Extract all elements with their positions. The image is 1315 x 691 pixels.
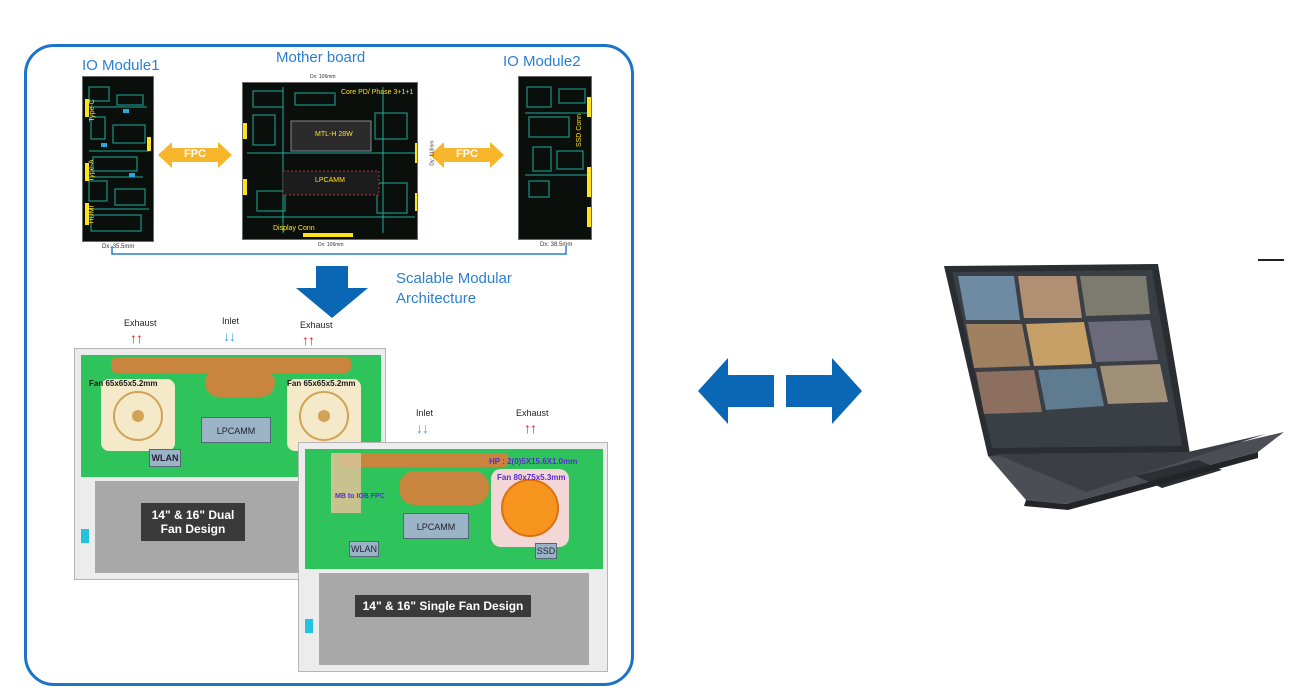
dual-heatpipe xyxy=(111,357,351,373)
mb-top-dimension: Dx: 106mm xyxy=(310,74,336,80)
scalable-line2: Architecture xyxy=(396,290,477,307)
single-ssd-label: SSD xyxy=(536,546,556,556)
single-fan-blade-icon xyxy=(501,479,559,537)
single-wlan-label: WLAN xyxy=(350,544,377,554)
io2-ssd-label: SSD Conn xyxy=(576,113,584,148)
dual-exhaust-left-arrows: ↑↑ xyxy=(130,330,143,346)
dual-fan-left-label: Fan 65x65x5.2mm xyxy=(89,379,158,388)
single-lpcamm-label: LPCAMM xyxy=(416,522,456,532)
scale-down-arrow xyxy=(296,266,368,318)
single-fan-chassis: HP : 2(0)5X15.6X1.0mm Fan 80x75x5.3mm MB… xyxy=(298,442,608,672)
io-module1-board: Type-C Type-A HDMI xyxy=(82,76,154,242)
modules-bracket xyxy=(111,246,567,255)
single-fpc-label: MB to IOB FPC xyxy=(335,493,385,500)
dual-caption: 14" & 16" Dual Fan Design xyxy=(141,503,245,541)
dual-fan-chassis: Fan 65x65x5.2mm Fan 65x65x5.2mm LPCAMM W… xyxy=(74,348,386,580)
io1-type-c-label: Type-C xyxy=(88,99,96,122)
single-fan-label: Fan 80x75x5.3mm xyxy=(497,473,566,482)
single-fpc-strip xyxy=(331,453,361,513)
io1-hdmi-label: HDMI xyxy=(88,205,96,224)
dual-inlet-arrows: ↓↓ xyxy=(223,328,236,344)
single-inlet-arrows: ↓↓ xyxy=(416,420,429,436)
io2-dimension: Dx: 38.5mm xyxy=(540,242,573,248)
scalable-line1: Scalable Modular xyxy=(396,270,512,287)
dual-wlan-label: WLAN xyxy=(151,453,179,463)
fan-left-blade-icon xyxy=(113,391,163,441)
dual-exhaust-right-label: Exhaust xyxy=(300,320,333,330)
single-caption: 14" & 16" Single Fan Design xyxy=(355,595,531,617)
single-wlan-chip: WLAN xyxy=(349,541,379,557)
single-heatpipe-center xyxy=(399,471,489,505)
dual-fan-right-label: Fan 65x65x5.2mm xyxy=(287,379,356,388)
dual-inlet-label: Inlet xyxy=(222,316,240,326)
motherboard-board: Core PD/ Phase 3+1+1 MTL-H 28W LPCAMM Di… xyxy=(242,82,418,240)
fpc-right-label: FPC xyxy=(456,148,478,160)
single-exhaust-label: Exhaust xyxy=(516,408,549,418)
mb-bottom-dimension: Dx: 106mm xyxy=(318,242,344,248)
single-ssd-chip: SSD xyxy=(535,543,557,559)
mb-lpcamm-label: LPCAMM xyxy=(315,177,345,184)
laptop-illustration xyxy=(944,264,1284,510)
modular-architecture-frame xyxy=(24,44,634,686)
mb-phase-label: Core PD/ Phase 3+1+1 xyxy=(341,89,414,96)
fan-right-blade-icon xyxy=(299,391,349,441)
dual-exhaust-left-label: Exhaust xyxy=(124,318,157,328)
single-inlet-label: Inlet xyxy=(416,408,434,418)
fpc-left-label: FPC xyxy=(184,148,206,160)
io-module2-board: SSD Conn xyxy=(518,76,592,240)
dual-side-port xyxy=(81,529,89,543)
mb-side-dimension: Dy: 113mm xyxy=(429,140,436,166)
io-module2-title: IO Module2 xyxy=(503,53,581,70)
single-lpcamm-chip: LPCAMM xyxy=(403,513,469,539)
dual-lpcamm-chip: LPCAMM xyxy=(201,417,271,443)
fan-right-hub-icon xyxy=(318,410,330,422)
io1-type-a-label: Type-A xyxy=(88,159,96,182)
dual-heatpipe-center xyxy=(205,369,275,397)
io-module1-title: IO Module1 xyxy=(82,57,160,74)
motherboard-title: Mother board xyxy=(276,49,366,66)
fan-left-hub-icon xyxy=(132,410,144,422)
single-exhaust-arrows: ↑↑ xyxy=(524,420,537,436)
single-side-port xyxy=(305,619,313,633)
single-battery xyxy=(319,573,589,665)
mb-display-label: Display Conn xyxy=(273,225,315,232)
dual-wlan-chip: WLAN xyxy=(149,449,181,467)
dual-fan-left xyxy=(101,379,175,451)
single-fan xyxy=(491,469,569,547)
single-hp-label: HP : 2(0)5X15.6X1.0mm xyxy=(489,457,578,466)
bidirectional-arrow xyxy=(698,358,862,424)
dual-lpcamm-label: LPCAMM xyxy=(216,426,256,436)
fpc-right-arrow xyxy=(430,142,504,168)
single-heatpipe xyxy=(339,453,509,467)
fpc-left-arrow xyxy=(158,142,232,168)
mb-mtl-label: MTL-H 28W xyxy=(315,131,353,138)
corner-dash xyxy=(1258,259,1284,261)
dual-exhaust-right-arrows: ↑↑ xyxy=(302,332,315,348)
io1-dimension: Dx: 35.5mm xyxy=(102,244,135,250)
dual-fan-right xyxy=(287,379,361,451)
